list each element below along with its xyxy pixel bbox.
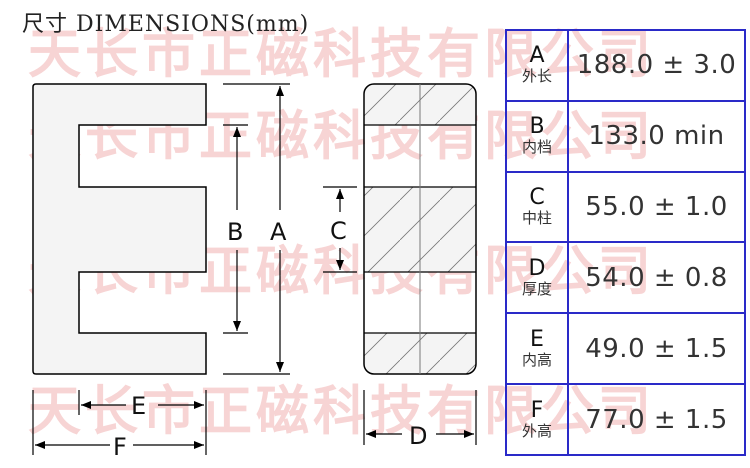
dimension-c: C: [323, 186, 357, 273]
dimension-key-cell: F 外高: [505, 383, 569, 456]
dimension-name: 厚度: [521, 279, 552, 298]
dimension-key: F: [530, 397, 544, 423]
dimension-value: 54.0 ± 0.8: [567, 241, 746, 315]
dimension-name: 内高: [521, 350, 552, 369]
dimension-key-cell: D 厚度: [505, 241, 569, 315]
side-view-core: [363, 83, 477, 375]
dimension-name: 内档: [521, 138, 552, 157]
dimension-key: B: [529, 114, 545, 140]
table-row: D 厚度 54.0 ± 0.8: [505, 241, 746, 315]
dimension-key: C: [529, 185, 545, 211]
label-a: A: [270, 218, 287, 246]
dimension-name: 中柱: [521, 209, 552, 228]
dimension-b: B: [223, 124, 248, 334]
dimension-name: 外长: [521, 67, 552, 86]
dimension-e: E: [78, 390, 204, 420]
dimension-value: 55.0 ± 1.0: [567, 170, 746, 244]
table-row: F 外高 77.0 ± 1.5: [505, 383, 746, 456]
label-d: D: [409, 422, 427, 450]
page-title: 尺寸 DIMENSIONS(mm): [22, 12, 310, 37]
dimension-value: 133.0 min: [567, 99, 746, 173]
table-row: B 内档 133.0 min: [505, 99, 746, 173]
label-e: E: [131, 392, 146, 420]
dimension-a: A: [223, 83, 290, 375]
dimension-key: A: [529, 43, 545, 69]
front-view-e-core: [32, 83, 207, 375]
label-c: C: [330, 217, 347, 245]
dimension-key-cell: A 外长: [505, 29, 569, 102]
dimension-d: D: [363, 390, 477, 450]
dimension-name: 外高: [521, 421, 552, 440]
table-row: E 内高 49.0 ± 1.5: [505, 312, 746, 386]
dimension-key: E: [530, 326, 544, 352]
dimension-value: 49.0 ± 1.5: [567, 312, 746, 386]
table-row: A 外长 188.0 ± 3.0: [505, 29, 746, 102]
table-row: C 中柱 55.0 ± 1.0: [505, 170, 746, 244]
dimension-value: 188.0 ± 3.0: [567, 29, 746, 102]
label-f: F: [113, 433, 127, 461]
dimension-key: D: [528, 255, 546, 281]
label-b: B: [227, 218, 243, 246]
dimension-key-cell: E 内高: [505, 312, 569, 386]
dimension-spec-table: A 外长 188.0 ± 3.0 B 内档 133.0 min C 中柱 55.…: [505, 29, 746, 456]
dimension-f: F: [32, 390, 207, 461]
dimension-key-cell: B 内档: [505, 99, 569, 173]
dimension-value: 77.0 ± 1.5: [567, 383, 746, 456]
dimension-key-cell: C 中柱: [505, 170, 569, 244]
